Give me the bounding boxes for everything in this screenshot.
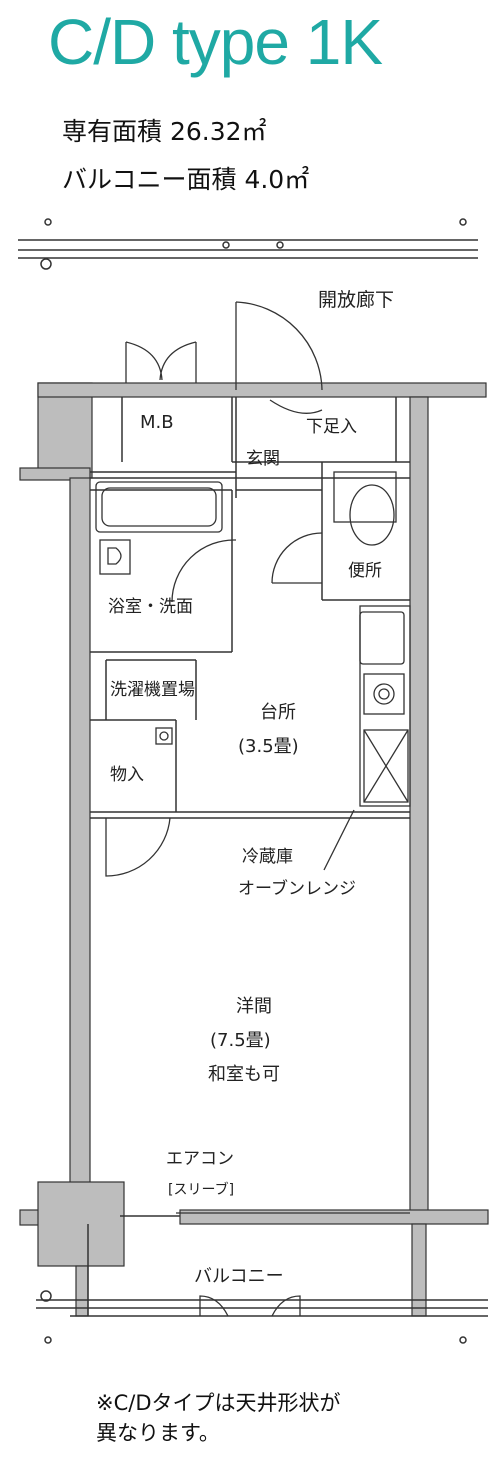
label-fridge: 冷蔵庫 [242,847,293,867]
label-entrance: 玄関 [246,449,280,469]
label-western-note: 和室も可 [208,1064,280,1085]
doors [105,301,410,1317]
label-western-room: 洋間 [236,996,272,1017]
label-storage: 物入 [110,765,144,785]
walls [19,382,489,1317]
footer-note-line2: 異なります。 [96,1421,220,1445]
balcony-area-label: バルコニー面積 4.0㎡ [62,165,310,194]
label-balcony: バルコニー [194,1266,284,1287]
label-oven: オーブンレンジ [238,878,356,899]
label-aircon-sleeve: [スリーブ] [168,1181,234,1198]
footer-note-line1: ※C/Dタイプは天井形状が [96,1391,341,1415]
fixtures [95,471,411,871]
balcony-railing [36,1290,488,1344]
footer-note: ※C/Dタイプは天井形状が 異なります。 [96,1388,476,1448]
plan-title: C/D type 1K [48,6,383,78]
label-shoe-cabinet: 下足入 [306,417,357,437]
label-aircon: エアコン [166,1149,234,1169]
label-mb: M.B [140,412,174,433]
label-toilet: 便所 [348,561,382,581]
label-laundry: 洗濯機置場 [110,680,195,700]
label-corridor: 開放廊下 [318,289,394,311]
label-kitchen-size: (3.5畳) [238,736,299,757]
label-bath: 浴室・洗面 [108,597,193,617]
label-kitchen: 台所 [260,702,296,723]
corridor-railing [18,218,478,270]
private-area-label: 専有面積 26.32㎡ [62,117,267,146]
label-western-size: (7.5畳) [210,1030,271,1051]
interior-walls [70,397,488,1317]
